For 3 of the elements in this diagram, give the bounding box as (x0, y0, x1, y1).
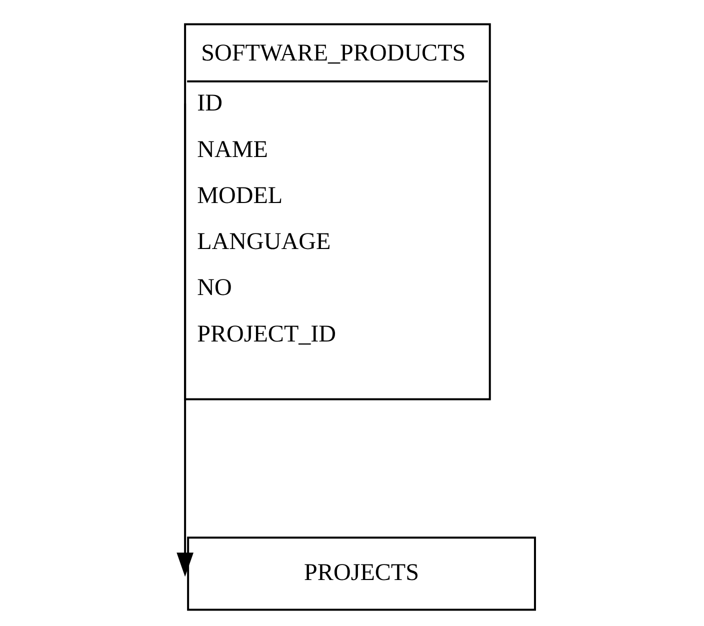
arrow (176, 103, 194, 577)
node-box: PROJECTS (187, 536, 536, 611)
node-box: SOFTWARE_PRODUCTS ID NAME MODEL LANGUAGE NO PROJECT_ID (184, 23, 491, 400)
